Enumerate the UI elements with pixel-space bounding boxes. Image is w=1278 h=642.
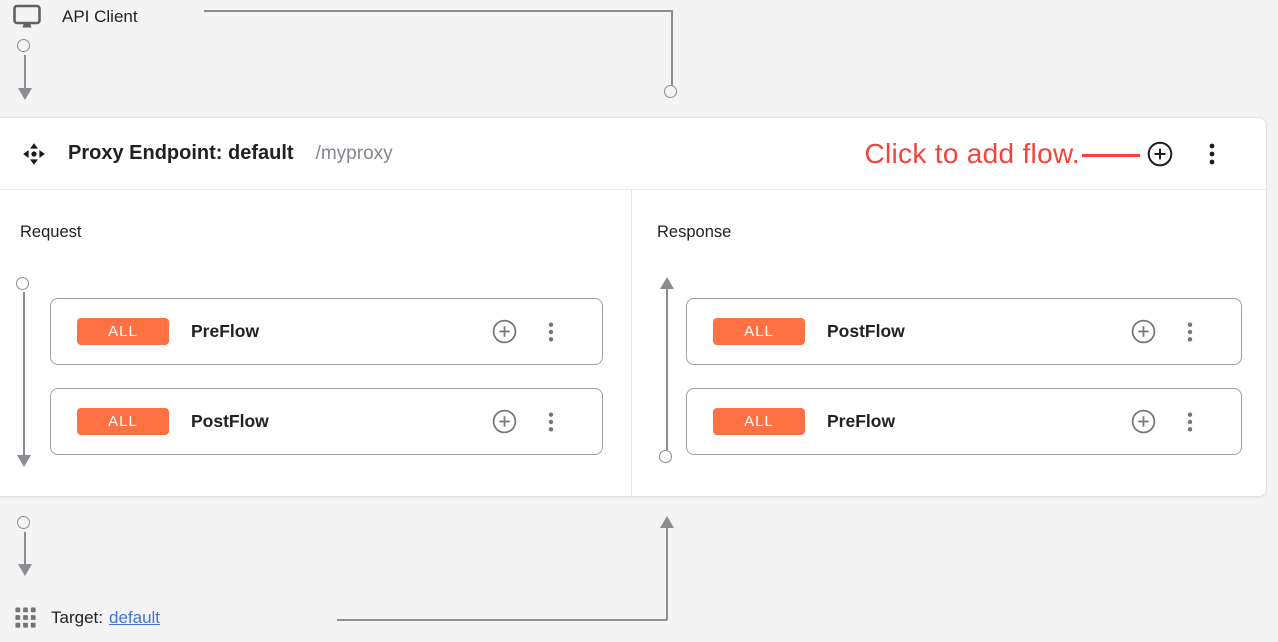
add-circle-icon: [492, 409, 517, 434]
target-label: Target:: [51, 607, 103, 627]
flow-menu-button[interactable]: [540, 409, 562, 435]
api-client-node: API Client: [12, 3, 138, 30]
client-connector-line: [204, 10, 672, 12]
add-circle-icon: [1131, 319, 1156, 344]
condition-badge: ALL: [713, 318, 805, 345]
add-policy-button[interactable]: [1130, 318, 1157, 345]
condition-badge: ALL: [713, 408, 805, 435]
condition-badge: ALL: [77, 408, 169, 435]
proxy-endpoint-header: Proxy Endpoint: default /myproxy Click t…: [0, 118, 1266, 190]
add-flow-button[interactable]: [1146, 140, 1174, 168]
flow-card-response-postflow[interactable]: ALL PostFlow: [686, 298, 1242, 365]
panel-title: Proxy Endpoint: default: [68, 142, 294, 164]
flow-menu-button[interactable]: [1179, 319, 1201, 345]
add-policy-button[interactable]: [1130, 408, 1157, 435]
add-policy-button[interactable]: [491, 408, 518, 435]
flow-card-request-preflow[interactable]: ALL PreFlow: [50, 298, 603, 365]
arrow-up-icon: [660, 277, 674, 289]
flow-menu-button[interactable]: [1179, 409, 1201, 435]
arrow-down-icon: [18, 88, 32, 100]
request-label: Request: [20, 223, 82, 241]
flow-menu-button[interactable]: [540, 319, 562, 345]
flow-card-response-preflow[interactable]: ALL PreFlow: [686, 388, 1242, 455]
proxy-basepath: /myproxy: [315, 142, 393, 164]
grid-icon: [15, 607, 36, 628]
add-flow-hint: Click to add flow.: [864, 137, 1080, 169]
arrow-down-icon: [18, 564, 32, 576]
arrow-up-icon: [660, 516, 674, 528]
connector-node: [664, 85, 677, 98]
response-flow-rail: [666, 288, 668, 450]
proxy-endpoint-panel: Proxy Endpoint: default /myproxy Click t…: [0, 117, 1267, 497]
target-response-connector: [337, 619, 667, 621]
add-policy-button[interactable]: [491, 318, 518, 345]
kebab-menu-icon: [548, 411, 554, 432]
hint-pointer-dash: [1082, 153, 1140, 158]
target-request-connector: [24, 532, 26, 565]
condition-badge: ALL: [77, 318, 169, 345]
request-in-connector: [24, 55, 26, 89]
kebab-menu-icon: [1209, 143, 1215, 164]
connector-node: [17, 516, 30, 529]
flow-card-request-postflow[interactable]: ALL PostFlow: [50, 388, 603, 455]
move-icon: [23, 142, 45, 165]
monitor-icon: [13, 4, 41, 28]
column-divider: [631, 190, 632, 496]
target-response-connector: [666, 528, 668, 620]
flows-area: Request ALL PreFlow: [0, 190, 1266, 496]
add-circle-icon: [492, 319, 517, 344]
connector-node: [16, 277, 29, 290]
add-circle-icon: [1131, 409, 1156, 434]
client-connector-line: [671, 10, 673, 86]
arrow-down-icon: [17, 455, 31, 467]
target-default-link[interactable]: default: [108, 607, 161, 627]
connector-node: [659, 450, 672, 463]
target-endpoint-node: Target: default: [14, 606, 160, 629]
kebab-menu-icon: [548, 321, 554, 342]
kebab-menu-icon: [1187, 411, 1193, 432]
endpoint-menu-button[interactable]: [1200, 141, 1224, 167]
response-label: Response: [657, 223, 732, 241]
api-client-label: API Client: [62, 6, 138, 26]
connector-node: [17, 39, 30, 52]
kebab-menu-icon: [1187, 321, 1193, 342]
add-circle-icon: [1147, 141, 1173, 166]
request-flow-rail: [23, 292, 25, 456]
